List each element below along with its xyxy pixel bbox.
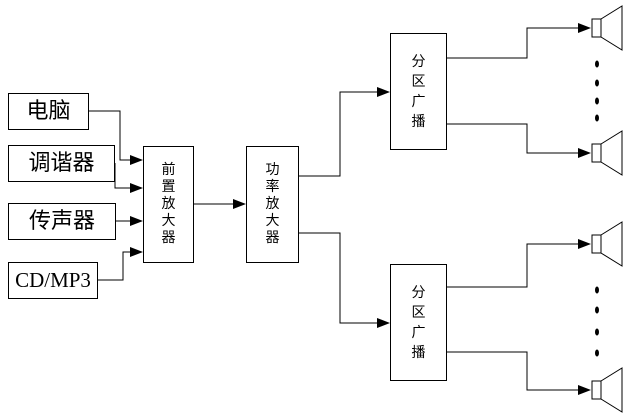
ellipsis-dots-lower [595, 286, 599, 357]
power-amp-label-char: 功 [265, 162, 280, 178]
arrow-preamp-to-power-amp [233, 199, 246, 209]
arrow-cdmp3-to-preamp [130, 247, 143, 257]
preamp-box: 前 置 放 大 器 [143, 146, 194, 263]
source-cd-mp3: CD/MP3 [8, 262, 98, 299]
arrow-microphone-to-preamp [130, 216, 143, 226]
arrow-zone-upper-speaker-1 [578, 23, 591, 33]
zone-broadcast-upper: 分 区 广 播 [390, 33, 447, 150]
zone-upper-label-char: 区 [411, 73, 426, 90]
zone-lower-label-char: 播 [411, 344, 426, 361]
connector-zone-upper-to-speaker-2 [447, 123, 580, 154]
speaker-icon [591, 130, 623, 176]
ellipsis-dots-upper [595, 60, 599, 122]
connector-cdmp3-to-preamp [98, 251, 134, 281]
connector-tuner-to-preamp [114, 163, 134, 189]
arrow-computer-to-preamp [130, 155, 143, 165]
arrow-zone-lower-speaker-2 [578, 385, 591, 395]
speaker-icon [591, 367, 623, 413]
arrow-power-amp-to-zone-upper [377, 87, 390, 97]
speaker-icon [591, 5, 623, 51]
connector-zone-lower-to-speaker-1 [447, 243, 580, 288]
source-cd-mp3-label: CD/MP3 [15, 268, 91, 292]
preamp-label-char: 放 [161, 196, 176, 212]
power-amp-box: 功 率 放 大 器 [246, 146, 299, 263]
connector-power-amp-to-zone-lower [299, 232, 381, 324]
zone-upper-label-char: 播 [411, 113, 426, 130]
source-microphone-label: 传声器 [28, 208, 95, 234]
preamp-label-char: 大 [161, 213, 176, 229]
source-microphone: 传声器 [8, 203, 116, 240]
power-amp-label-char: 器 [265, 230, 280, 246]
power-amp-label-char: 大 [265, 213, 280, 229]
connector-power-amp-to-zone-upper [299, 91, 381, 177]
arrow-zone-upper-speaker-2 [578, 148, 591, 158]
source-computer: 电脑 [8, 93, 89, 130]
speaker-icon [591, 221, 623, 267]
connector-computer-to-preamp [89, 110, 134, 161]
connector-zone-upper-to-speaker-1 [447, 27, 580, 59]
arrow-zone-lower-speaker-1 [578, 239, 591, 249]
zone-upper-label-char: 广 [411, 93, 426, 110]
zone-lower-label-char: 区 [411, 304, 426, 321]
zone-lower-label-char: 广 [411, 324, 426, 341]
arrow-power-amp-to-zone-lower [377, 318, 390, 328]
arrow-tuner-to-preamp [130, 183, 143, 193]
preamp-label-char: 器 [161, 230, 176, 246]
connector-zone-lower-to-speaker-2 [447, 351, 580, 391]
power-amp-label-char: 率 [265, 179, 280, 195]
source-computer-label: 电脑 [26, 98, 71, 124]
preamp-label-char: 置 [161, 179, 176, 195]
zone-broadcast-lower: 分 区 广 播 [390, 264, 447, 381]
power-amp-label-char: 放 [265, 196, 280, 212]
source-tuner: 调谐器 [8, 145, 115, 182]
zone-upper-label-char: 分 [411, 53, 426, 70]
zone-lower-label-char: 分 [411, 284, 426, 301]
source-tuner-label: 调谐器 [28, 150, 95, 176]
preamp-label-char: 前 [161, 162, 176, 178]
